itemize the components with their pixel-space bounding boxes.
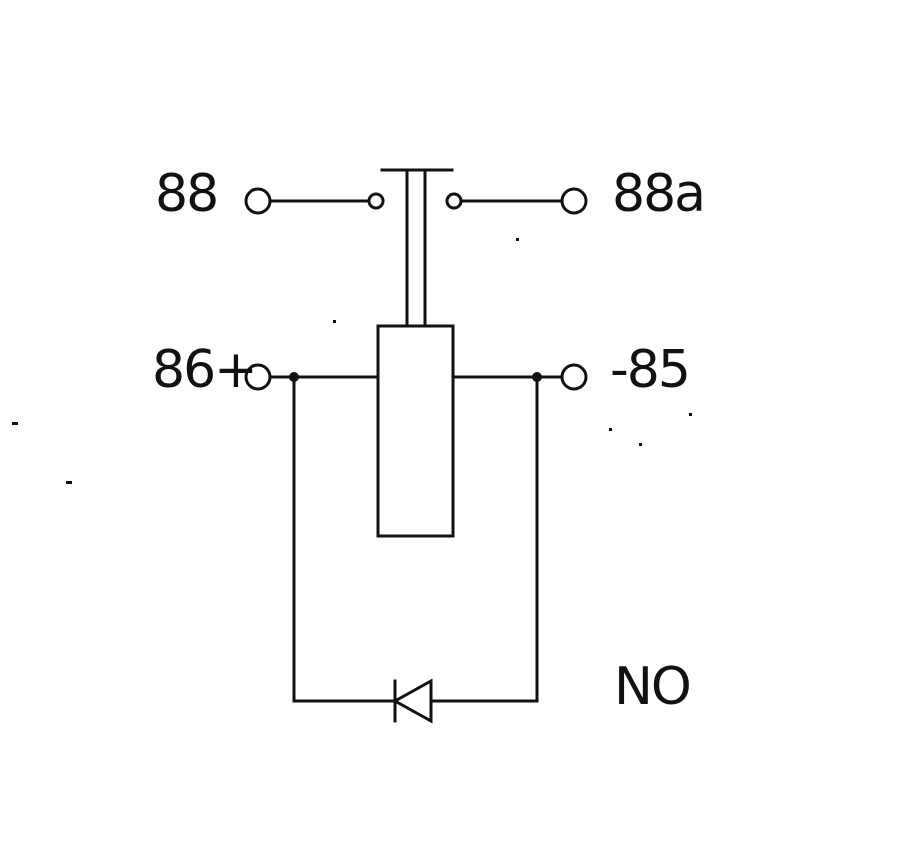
label-terminal-86: 86+ xyxy=(152,340,256,400)
speck xyxy=(639,443,642,446)
contact-point-88 xyxy=(367,192,385,210)
diode-icon xyxy=(391,678,433,724)
diode-triangle xyxy=(391,678,433,724)
speck xyxy=(609,428,612,431)
contact-point-88a xyxy=(445,192,463,210)
switch-contacts xyxy=(244,187,588,215)
label-terminal-88: 88 xyxy=(155,164,217,224)
coil-wiring xyxy=(244,363,588,391)
terminal-85 xyxy=(560,363,588,391)
speck xyxy=(333,320,336,323)
label-contact-type: NO xyxy=(614,657,690,717)
terminal-88 xyxy=(244,187,272,215)
speck xyxy=(689,413,692,416)
scan-specks xyxy=(12,238,692,484)
speck xyxy=(66,481,72,484)
label-terminal-88a: 88a xyxy=(612,164,704,224)
label-terminal-85: -85 xyxy=(610,340,689,400)
diode-loop xyxy=(292,375,539,724)
speck xyxy=(12,422,18,425)
speck xyxy=(516,238,519,241)
terminal-88a xyxy=(560,187,588,215)
relay-coil xyxy=(376,324,455,538)
actuator-plunger xyxy=(380,168,454,328)
